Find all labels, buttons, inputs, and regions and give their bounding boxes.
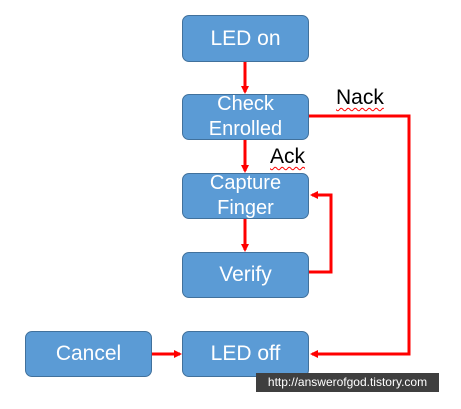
node-check-enrolled: Check Enrolled (182, 94, 309, 140)
node-capture-finger: Capture Finger (182, 173, 309, 219)
node-cancel-label: Cancel (55, 342, 122, 365)
edge-label-nack: Nack (336, 86, 384, 109)
node-check-enrolled-label: Check Enrolled (208, 94, 283, 140)
arrow-verify-to-capture-loop (309, 191, 333, 274)
node-capture-finger-label: Capture Finger (209, 173, 282, 219)
node-verify-label: Verify (219, 263, 272, 286)
node-cancel: Cancel (25, 331, 152, 377)
node-led-off: LED off (182, 331, 309, 377)
node-led-off-label: LED off (210, 342, 281, 365)
arrow-check-to-ledoff-nack (309, 114, 411, 358)
edge-label-ack: Ack (270, 145, 306, 168)
node-led-on: LED on (182, 15, 309, 62)
node-led-on-label: LED on (210, 26, 281, 50)
source-watermark: http://answerofgod.tistory.com (256, 373, 439, 392)
node-verify: Verify (182, 252, 309, 298)
